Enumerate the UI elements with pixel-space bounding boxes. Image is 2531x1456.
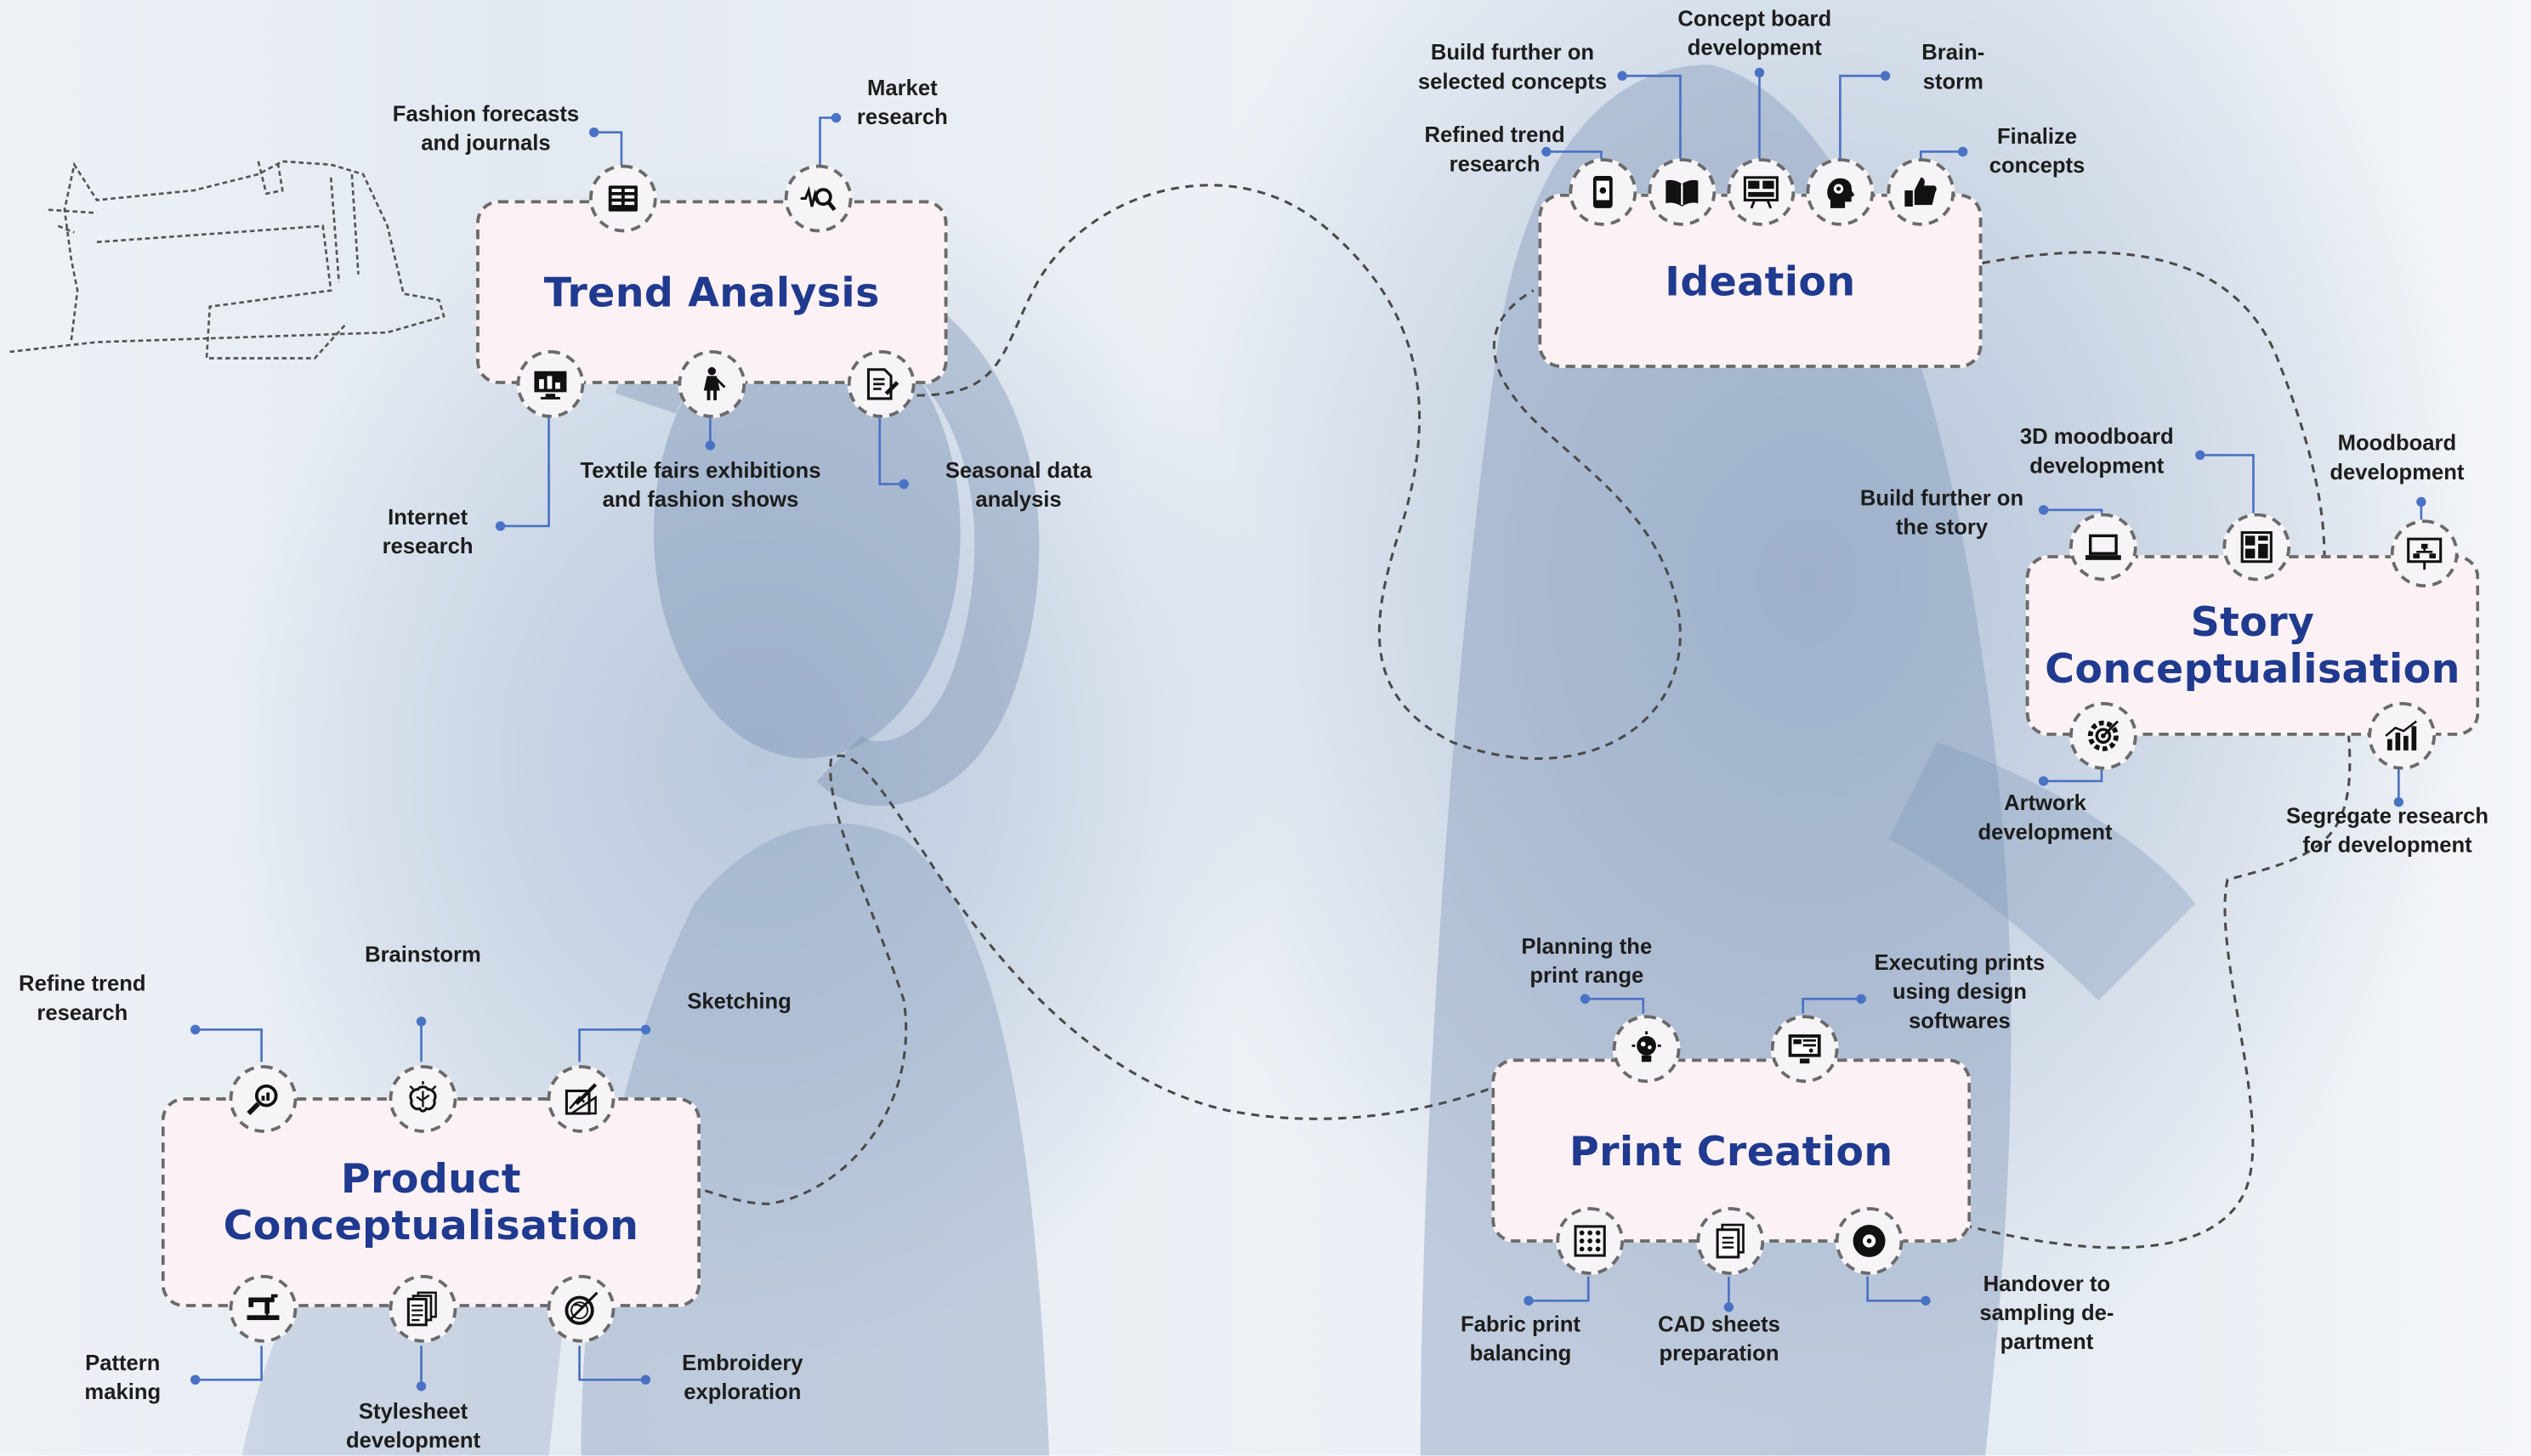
stage-title: Story Conceptualisation [2045, 598, 2460, 693]
stage-title: Trend Analysis [543, 269, 880, 316]
touch-phone-icon [1569, 158, 1637, 226]
sheets-stack-icon [389, 1274, 457, 1343]
flow-path [700, 184, 2352, 1249]
label-3d-moodboard: 3D moodboard development [2019, 424, 2174, 478]
label-sketching: Sketching [687, 989, 792, 1014]
needle-hoop-icon [547, 1274, 616, 1343]
label-stylesheet: Stylesheet development [345, 1399, 481, 1453]
connector-dots [190, 67, 2426, 1391]
computer-chart-icon [516, 349, 585, 418]
label-pattern-making: Pattern making [84, 1351, 162, 1404]
label-build-concepts: Build further on selected concepts [1417, 40, 1608, 94]
label-artwork: Artwork development [1978, 790, 2113, 844]
sewing-machine-icon [229, 1274, 298, 1343]
label-internet-research: Internet research [382, 505, 474, 558]
document-pen-icon [847, 349, 916, 418]
presentation-icon [2390, 519, 2459, 588]
laptop-icon [2069, 513, 2137, 581]
label-executing: Executing prints using design softwares [1874, 950, 2046, 1034]
label-brainstorm: Brainstorm [365, 942, 481, 967]
label-planning: Planning the print range [1521, 934, 1653, 988]
label-segregate: Segregate research for development [2286, 803, 2489, 858]
brain-idea-icon [389, 1065, 457, 1133]
book-icon [588, 164, 657, 233]
connector-lines [195, 72, 2423, 1386]
gear-target-icon [2069, 701, 2137, 770]
label-brainstorm: Brain- storm [1921, 40, 1985, 94]
stage-title: Product Conceptualisation [223, 1155, 639, 1249]
bar-chart-icon [2368, 701, 2436, 770]
fabric-swatch-icon [1556, 1207, 1624, 1275]
sewing-machine-outline [9, 160, 445, 360]
label-refined-trend: Refined trend research [1424, 122, 1565, 176]
label-refine-trend: Refine trend research [19, 971, 146, 1025]
open-book-icon [1648, 158, 1717, 226]
head-gears-icon [1806, 158, 1875, 226]
sketch-ruler-icon [547, 1065, 616, 1133]
label-seasonal-data: Seasonal data analysis [945, 458, 1092, 512]
label-embroidery: Embroidery exploration [682, 1351, 803, 1404]
disc-icon [1835, 1207, 1904, 1275]
stage-title: Print Creation [1569, 1127, 1893, 1175]
label-concept-board: Concept board development [1677, 6, 1832, 60]
label-cad-sheets: CAD sheets preparation [1658, 1312, 1780, 1366]
stage-title: Ideation [1665, 257, 1856, 304]
stage-product-conceptualisation: Product Conceptualisation [161, 1097, 701, 1307]
grid-board-icon [2222, 513, 2291, 581]
label-market-research: Market research [856, 76, 948, 129]
waveform-magnifier-icon [784, 164, 853, 233]
bulb-icon [1612, 1015, 1681, 1083]
magnifier-chart-icon [229, 1065, 298, 1133]
label-fabric-balancing: Fabric print balancing [1460, 1312, 1580, 1366]
board-icon [1727, 158, 1796, 226]
label-handover: Handover to sampling de- partment [1979, 1272, 2114, 1354]
document-sheets-icon [1696, 1207, 1765, 1275]
label-fashion-forecasts: Fashion forecasts and journals [392, 101, 580, 156]
label-moodboard: Moodboard development [2330, 430, 2465, 484]
monitor-icon [1770, 1015, 1839, 1083]
label-textile-fairs: Textile fairs exhibitions and fashion sh… [580, 458, 821, 512]
thumbs-up-icon [1887, 158, 1955, 226]
label-build-story: Build further on the story [1859, 485, 2024, 540]
label-finalize-concepts: Finalize concepts [1989, 124, 2086, 178]
fashion-figure-icon [678, 349, 746, 418]
